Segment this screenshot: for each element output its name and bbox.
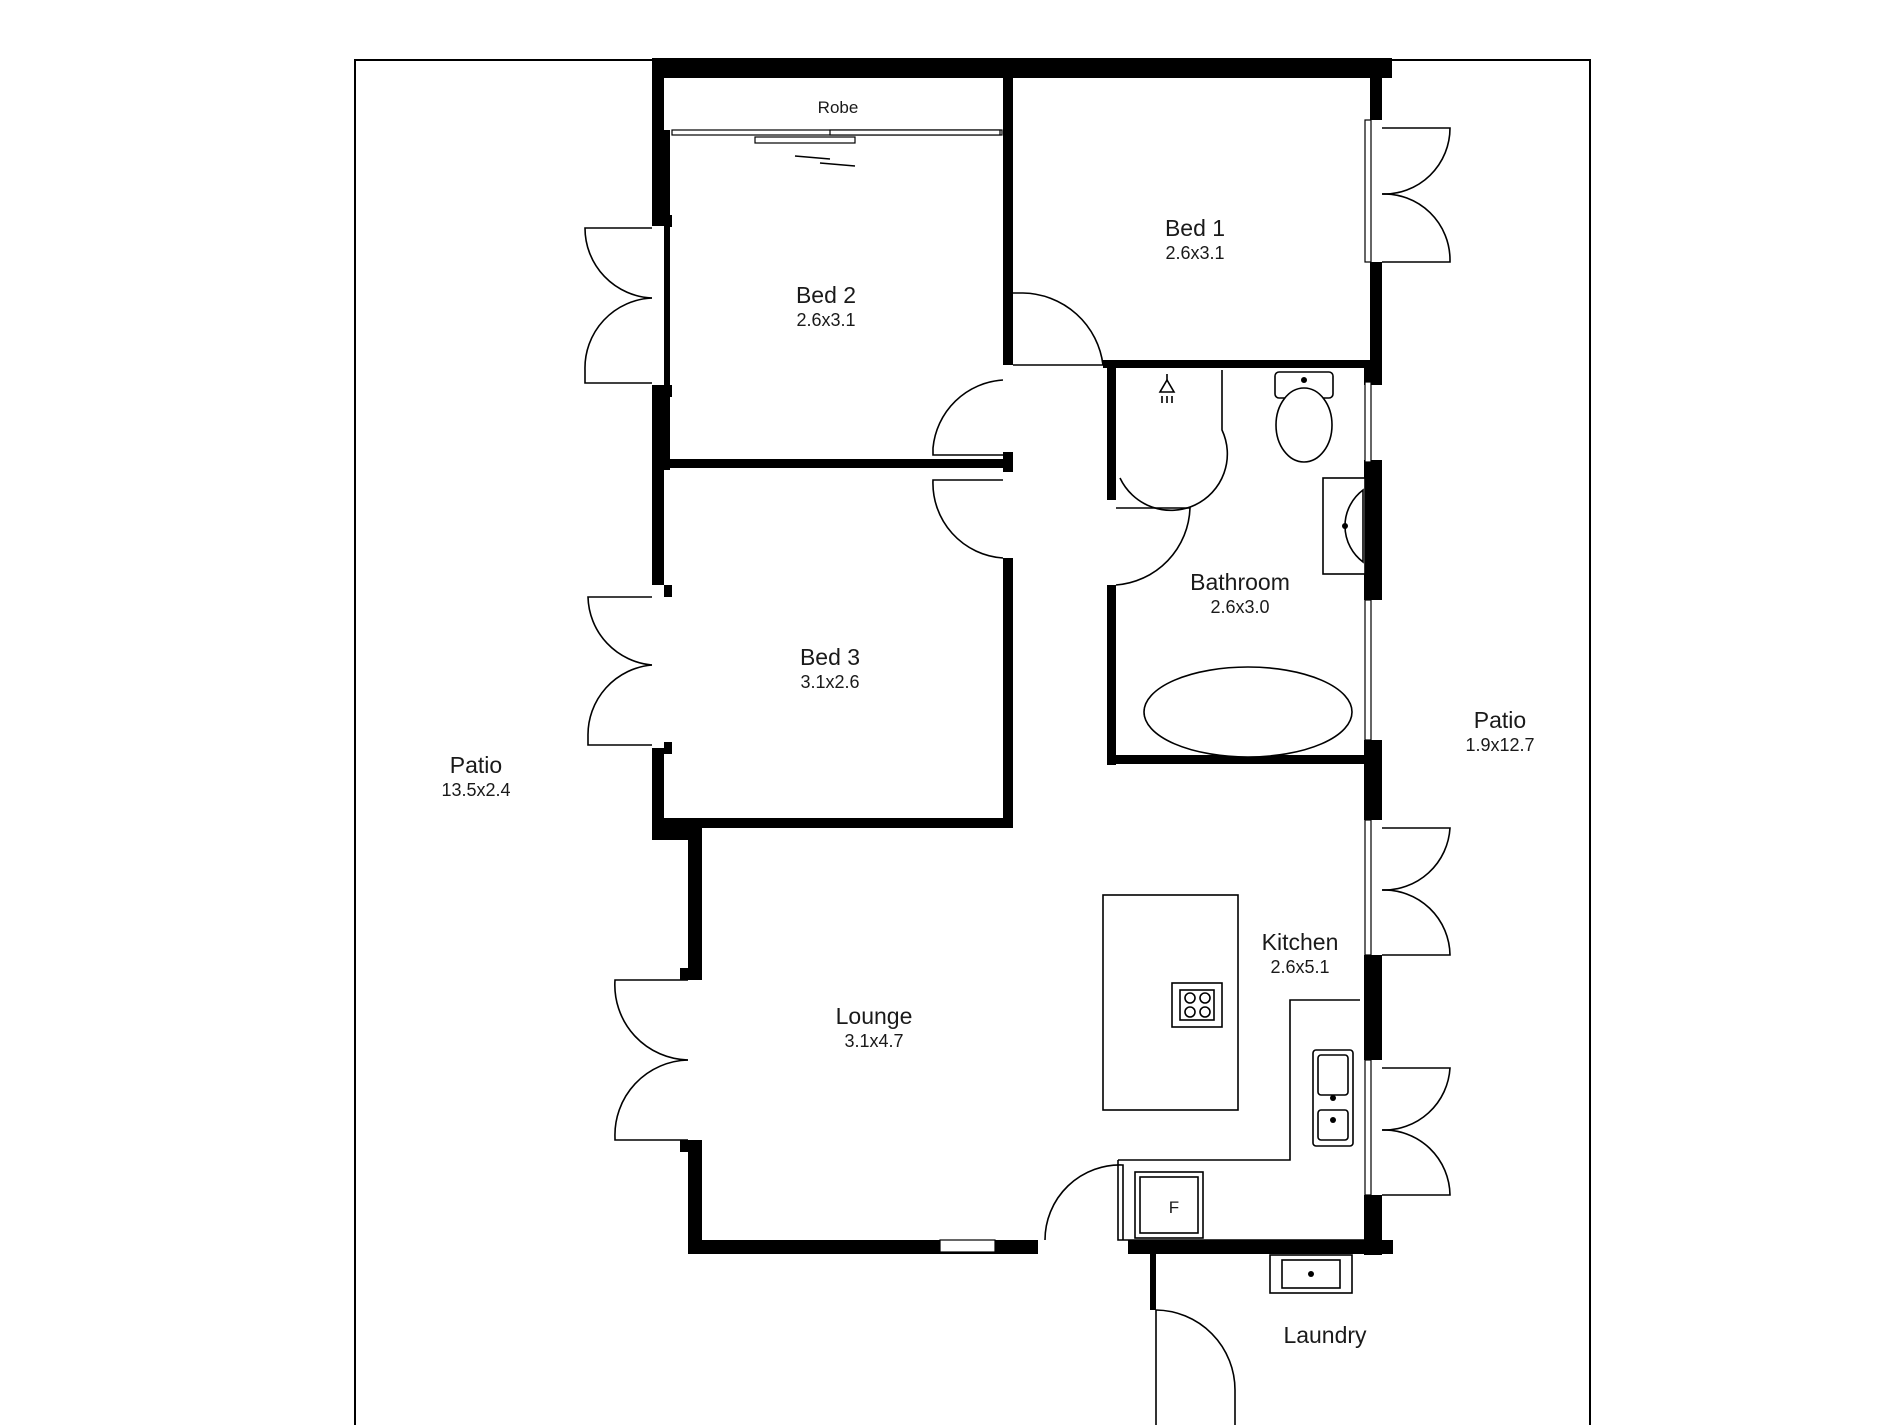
- lounge-dims: 3.1x4.7: [844, 1031, 903, 1051]
- patio-boundary: [354, 59, 1591, 1425]
- kitchen-dims: 2.6x5.1: [1270, 957, 1329, 977]
- bed3-label: Bed 3: [800, 644, 860, 670]
- bath-icon: [1143, 666, 1353, 758]
- bed1-dims: 2.6x3.1: [1165, 243, 1224, 263]
- kitchen-fixtures: [1102, 894, 1354, 1239]
- cooktop-icon: [1171, 982, 1223, 1028]
- basin-icon: [1322, 477, 1366, 575]
- kitchen-island: [1102, 894, 1239, 1111]
- robe-sliding-doors: [671, 129, 1003, 167]
- bed2-dims: 2.6x3.1: [796, 310, 855, 330]
- doors: [584, 127, 1451, 1425]
- robe-label: Robe: [818, 98, 859, 117]
- bed3-dims: 3.1x2.6: [800, 672, 859, 692]
- kitchen-bench: [1117, 999, 1365, 1241]
- patio-east-label: Patio: [1474, 707, 1526, 733]
- toilet-icon: [1274, 371, 1334, 463]
- room-labels: Robe Bed 1 2.6x3.1 Bed 2 2.6x3.1 Bed 3 3…: [441, 98, 1534, 1348]
- patio-east-dims: 1.9x12.7: [1465, 735, 1534, 755]
- windows: [939, 119, 1372, 1253]
- sink-icon: [1312, 1049, 1354, 1147]
- fridge-icon: [1134, 1171, 1204, 1239]
- bed2-label: Bed 2: [796, 282, 856, 308]
- bathroom-dims: 2.6x3.0: [1210, 597, 1269, 617]
- patio-west-label: Patio: [450, 752, 502, 778]
- bathroom-label: Bathroom: [1190, 569, 1290, 595]
- laundry-tub-icon: [1269, 1254, 1353, 1294]
- lounge-label: Lounge: [836, 1003, 913, 1029]
- bed1-label: Bed 1: [1165, 215, 1225, 241]
- laundry-label: Laundry: [1283, 1322, 1367, 1348]
- shower-icon: [1158, 374, 1176, 403]
- patio-west-dims: 13.5x2.4: [441, 780, 510, 800]
- kitchen-label: Kitchen: [1262, 929, 1339, 955]
- fridge-label: F: [1169, 1198, 1179, 1217]
- bathroom-fixtures: [1119, 370, 1366, 758]
